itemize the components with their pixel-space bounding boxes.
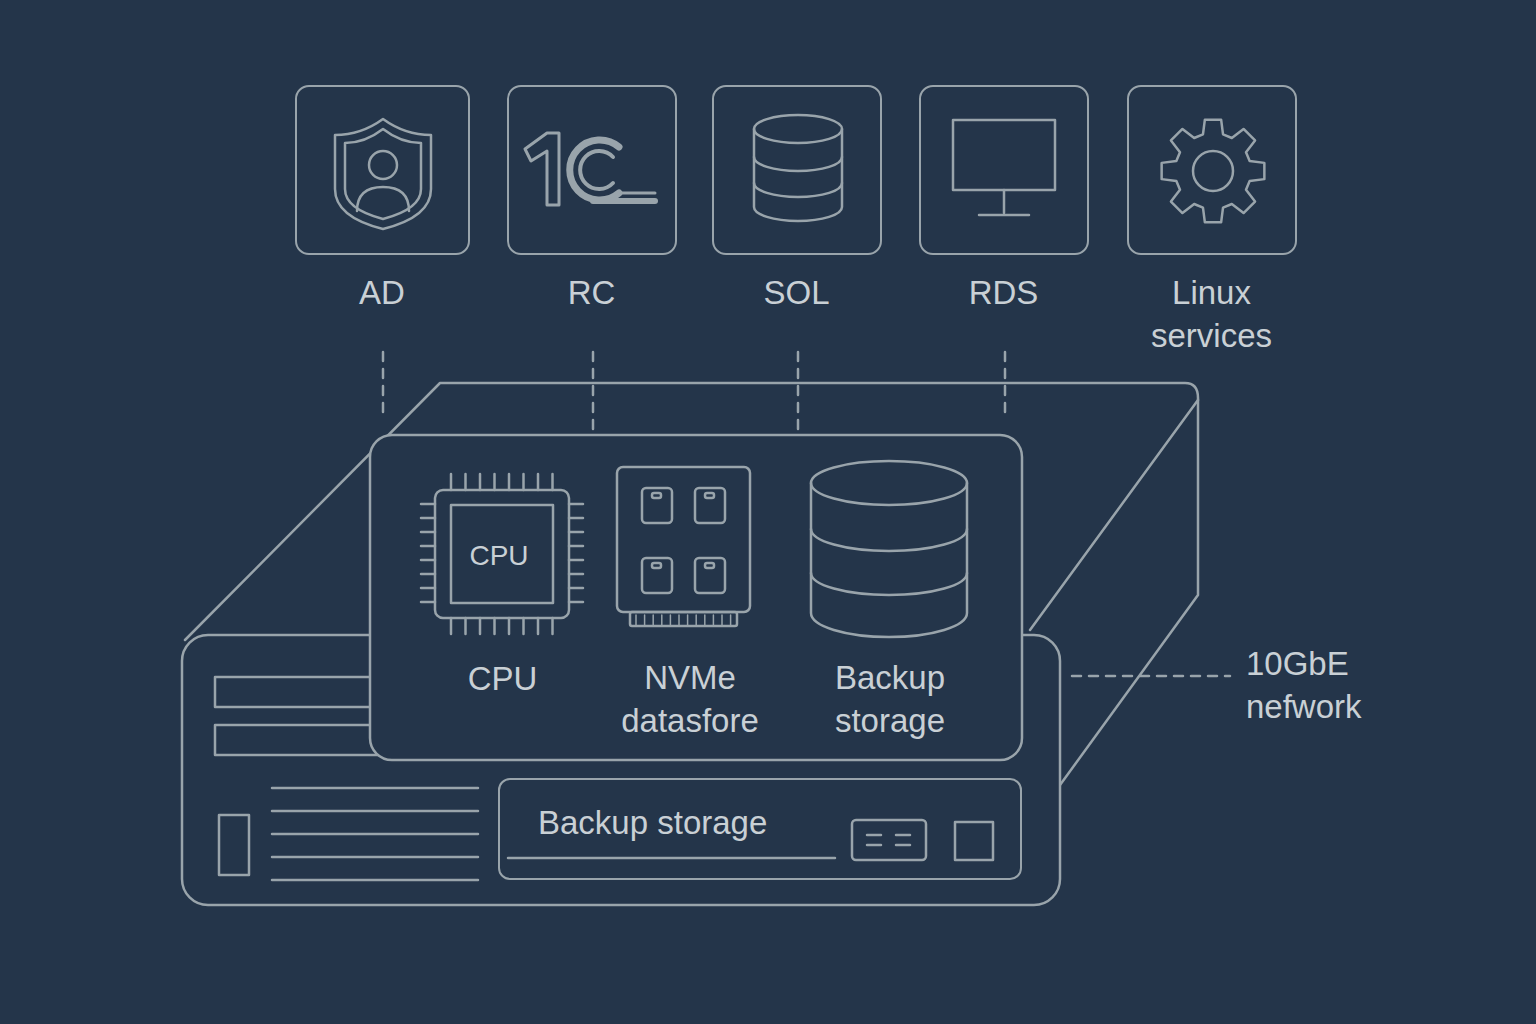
linux-service-box: Linux services bbox=[1127, 85, 1297, 255]
shield-icon bbox=[295, 85, 470, 255]
node-label: Linux services bbox=[1122, 271, 1302, 357]
drive-slot bbox=[215, 725, 385, 755]
service-leaders bbox=[383, 352, 1230, 676]
node-label: Backup storage bbox=[803, 656, 978, 742]
vent-lines bbox=[272, 788, 478, 880]
power-button bbox=[219, 815, 249, 875]
backup-storage-bay: Backup storage bbox=[498, 778, 1022, 880]
server-edge bbox=[1030, 400, 1198, 630]
node-label: RC bbox=[472, 271, 712, 314]
node-label: CPU bbox=[415, 657, 590, 700]
db-icon bbox=[712, 85, 882, 255]
nvme-component: NVMe datasfore bbox=[600, 460, 780, 750]
drive-slot bbox=[215, 677, 385, 707]
network-label: 10GbE nefwork bbox=[1246, 642, 1406, 728]
node-label: RDS bbox=[884, 271, 1124, 314]
monitor-icon bbox=[919, 85, 1089, 255]
database-service-box: SOL bbox=[712, 85, 882, 255]
cpu-component: CPU CPU bbox=[415, 460, 590, 730]
erp-service-box: RC bbox=[507, 85, 677, 255]
remote-desktop-box: RDS bbox=[919, 85, 1089, 255]
network-leader bbox=[1072, 675, 1230, 678]
node-label: AD bbox=[262, 271, 502, 314]
backup-component: Backup storage bbox=[800, 455, 980, 750]
node-label: SOL bbox=[677, 271, 917, 314]
node-label: Backup storage bbox=[538, 801, 767, 844]
logo1c-icon bbox=[507, 85, 677, 255]
chip-marking: CPU bbox=[449, 539, 549, 573]
node-label: NVMe datasfore bbox=[603, 656, 778, 742]
gear-icon bbox=[1127, 85, 1297, 255]
inner-panel bbox=[370, 435, 1022, 760]
directory-service-box: AD bbox=[295, 85, 470, 255]
